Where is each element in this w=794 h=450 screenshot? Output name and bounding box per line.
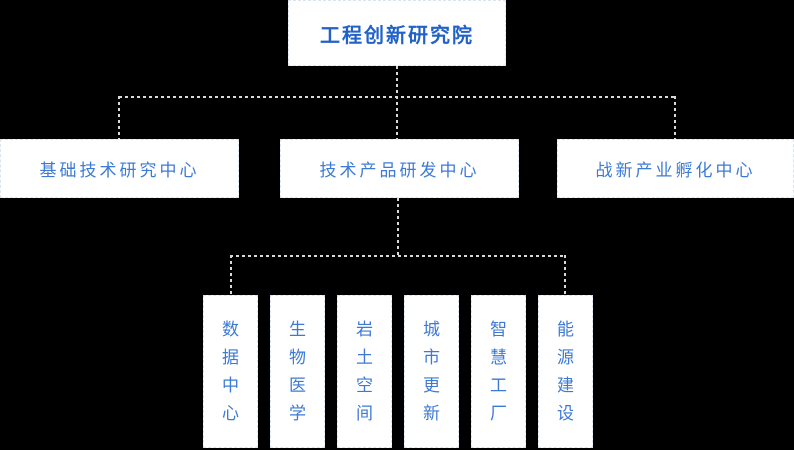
- org-node-label: 岩土空间: [356, 319, 373, 423]
- org-node-root: 工程创新研究院: [288, 0, 506, 66]
- connector-level3-drop-left: [230, 255, 232, 295]
- connector-level3-drop-right: [564, 255, 566, 295]
- connector-level2-drop-left: [118, 96, 120, 139]
- org-node-dept-geotechnical-space: 岩土空间: [337, 295, 392, 448]
- org-node-label: 数据中心: [222, 319, 239, 423]
- org-node-center-product-rd: 技术产品研发中心: [280, 139, 519, 198]
- org-node-center-basic-research: 基础技术研究中心: [0, 139, 239, 198]
- connector-root-stem: [396, 66, 398, 139]
- org-node-dept-data-center: 数据中心: [203, 295, 258, 448]
- connector-level2-drop-right: [674, 96, 676, 139]
- org-node-label: 城市更新: [423, 319, 440, 423]
- org-node-label: 能源建设: [557, 319, 574, 423]
- org-node-dept-biomedicine: 生物医学: [270, 295, 325, 448]
- connector-level3-rail: [230, 255, 566, 257]
- org-node-label: 技术产品研发中心: [319, 161, 480, 180]
- org-node-dept-urban-renewal: 城市更新: [404, 295, 459, 448]
- connector-level2-rail: [119, 96, 676, 98]
- org-node-label: 基础技术研究中心: [39, 161, 200, 180]
- org-node-dept-energy-construction: 能源建设: [538, 295, 593, 448]
- org-node-root-label: 工程创新研究院: [320, 24, 474, 47]
- org-node-label: 智慧工厂: [490, 319, 507, 423]
- org-node-label: 战新产业孵化中心: [595, 161, 756, 180]
- org-node-dept-smart-factory: 智慧工厂: [471, 295, 526, 448]
- connector-center-stem: [397, 198, 399, 257]
- org-node-center-industry-incubation: 战新产业孵化中心: [557, 139, 794, 198]
- org-node-label: 生物医学: [289, 319, 306, 423]
